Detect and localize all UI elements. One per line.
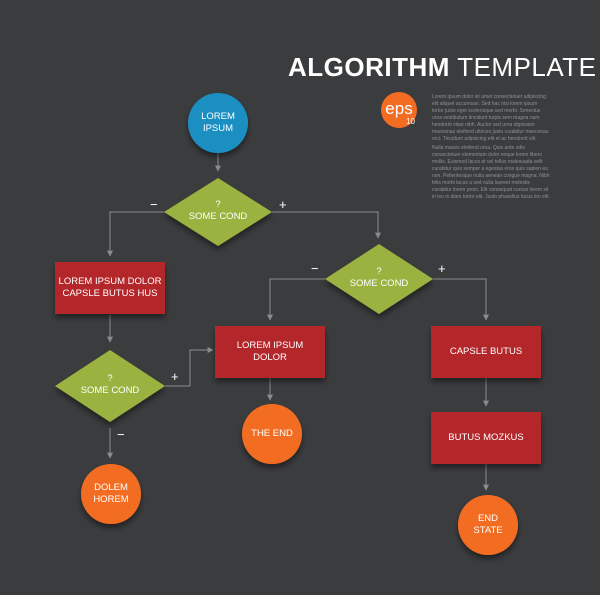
process-box-4 — [431, 412, 541, 464]
cond1-plus-sign: + — [279, 197, 287, 212]
connector-cond1-to-cond3 — [272, 211, 381, 239]
connector-cond3-to-box3 — [433, 278, 489, 321]
eps-badge-icon: eps 10 — [381, 92, 417, 128]
process-box-2 — [215, 326, 325, 378]
title-bold: ALGORITHM — [288, 52, 450, 82]
terminal-end2 — [242, 404, 302, 464]
cond2-label: ? SOME COND — [80, 373, 140, 396]
start-node-label: LOREM IPSUM — [201, 111, 235, 134]
title-light: TEMPLATE — [457, 52, 597, 82]
box3-label: CAPSLE BUTUS — [449, 346, 523, 357]
cond3-label: ? SOME COND — [349, 266, 409, 289]
cond2-plus-sign: + — [171, 369, 179, 384]
cond2-minus-sign: − — [117, 427, 125, 442]
terminal-end1 — [81, 464, 141, 524]
end1-label: DOLEM HOREM — [93, 482, 129, 505]
decision-cond3 — [325, 244, 433, 314]
decision-cond1 — [164, 178, 272, 246]
start-node — [188, 93, 248, 153]
connector-cond2-to-box2 — [165, 347, 214, 387]
terminal-end3 — [458, 495, 518, 555]
process-box-1 — [55, 262, 165, 314]
cond1-minus-sign: − — [150, 197, 158, 212]
end3-label: END STATE — [473, 513, 503, 536]
connector-cond1-to-box1 — [107, 211, 164, 257]
process-box-3 — [431, 326, 541, 378]
connector-cond3-to-box2 — [267, 278, 325, 321]
box1-label: LOREM IPSUM DOLOR CAPSLE BUTUS HUS — [58, 276, 162, 299]
eps-badge-text: eps — [385, 99, 413, 118]
description-paragraph-2: Nulla mauris eleifend urna. Quis ante od… — [432, 145, 550, 200]
box4-label: BUTUS MOZKUS — [448, 432, 524, 443]
box2-label: LOREM IPSUM DOLOR — [236, 340, 304, 363]
eps-badge-version: 10 — [406, 117, 415, 126]
cond3-minus-sign: − — [311, 261, 319, 276]
decision-cond2 — [55, 350, 165, 422]
description-paragraph-1: Lorem ipsum dolor sit amet consectetuer … — [432, 94, 549, 142]
page-title: ALGORITHM TEMPLATE — [288, 52, 597, 83]
end2-label: THE END — [251, 428, 293, 439]
cond3-plus-sign: + — [438, 261, 446, 276]
cond1-label: ? SOME COND — [188, 199, 248, 222]
